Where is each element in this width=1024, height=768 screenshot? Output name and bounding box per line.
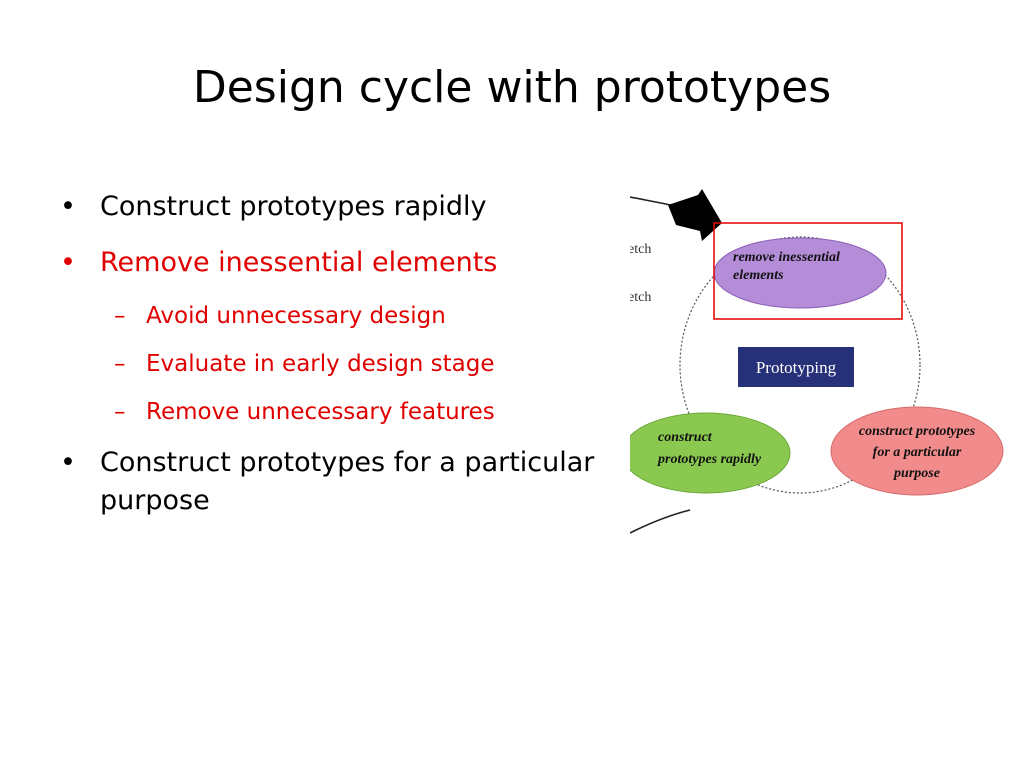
bullet-item: • Remove inessential elements [58, 244, 618, 282]
outer-cycle-arc-bottom [630, 509, 691, 534]
entry-arrow-icon [668, 189, 722, 241]
bullet-list: • Construct prototypes rapidly • Remove … [58, 188, 618, 538]
center-label-box: Prototyping [738, 347, 854, 387]
center-box [738, 347, 854, 387]
bullet-mark: • [60, 247, 76, 278]
bullet-mark: • [60, 447, 76, 478]
bullet-mark: • [60, 191, 76, 222]
cut-label: etch [630, 290, 651, 305]
slide-title: Design cycle with prototypes [192, 62, 832, 113]
sub-bullet-text: Evaluate in early design stage [146, 351, 495, 377]
node-label-line: for a particular [873, 445, 962, 460]
node-label-line: construct [658, 430, 713, 445]
bullet-text: Construct prototypes for a particular pu… [100, 447, 595, 516]
bullet-item: • Construct prototypes rapidly [58, 188, 618, 226]
node-label-line: prototypes rapidly [657, 452, 762, 467]
node-remove-inessential: remove inessential elements [713, 237, 887, 309]
node-ellipse [830, 406, 1004, 496]
center-label: Prototyping [756, 358, 837, 377]
bullet-text: Construct prototypes rapidly [100, 191, 487, 222]
inner-dotted-cycle [679, 236, 921, 494]
node-construct-rapid: construct prototypes rapidly [630, 412, 791, 494]
node-label-line: purpose [893, 466, 940, 481]
bullet-text: Remove inessential elements [100, 247, 498, 278]
sub-bullet-item: – Avoid unnecessary design [58, 300, 618, 332]
highlight-box [713, 222, 903, 320]
node-label-line: construct prototypes [859, 424, 976, 439]
sub-bullet-mark: – [114, 351, 126, 377]
node-label-line: remove inessential [733, 250, 840, 265]
sub-bullet-mark: – [114, 303, 126, 329]
sub-bullet-mark: – [114, 399, 126, 425]
cut-label: etch [630, 242, 651, 257]
bullet-item: • Construct prototypes for a particular … [58, 444, 618, 520]
sub-bullet-item: – Remove unnecessary features [58, 396, 618, 428]
node-construct-purpose: construct prototypes for a particular pu… [830, 406, 1004, 496]
sub-bullet-text: Remove unnecessary features [146, 399, 495, 425]
prototyping-cycle-diagram: etch etch remove inessential elements Pr… [630, 189, 1004, 534]
node-ellipse [630, 412, 791, 494]
node-label-line: elements [733, 268, 784, 283]
sub-bullet-item: – Evaluate in early design stage [58, 348, 618, 380]
sub-bullet-text: Avoid unnecessary design [146, 303, 446, 329]
